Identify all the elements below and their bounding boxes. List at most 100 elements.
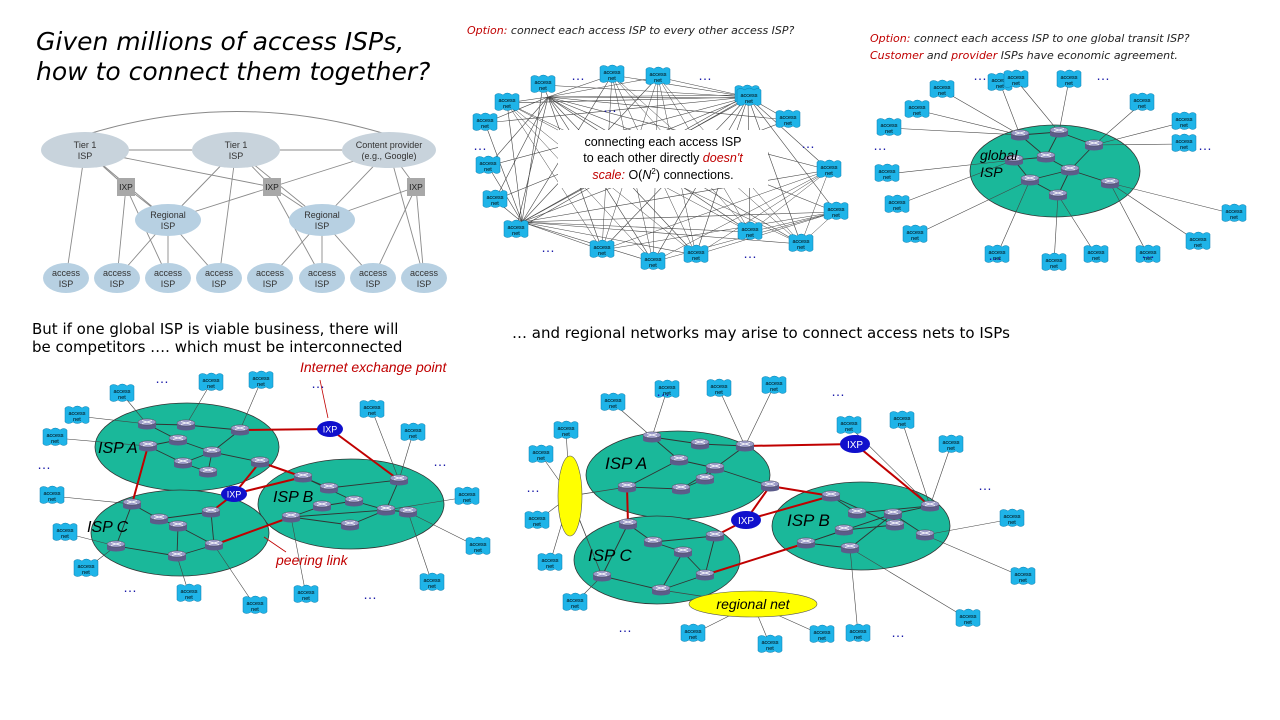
mesh-note-line2: to each other directly doesn't bbox=[583, 151, 743, 165]
cloud-shape bbox=[599, 64, 625, 83]
note-part: scale: bbox=[592, 168, 625, 182]
net-label: net bbox=[745, 99, 753, 105]
router-arrows bbox=[202, 468, 214, 472]
net-label: net bbox=[883, 175, 891, 181]
net-label: net bbox=[913, 111, 921, 117]
access-link bbox=[398, 432, 414, 481]
access-isp-5 bbox=[247, 263, 293, 293]
net-label: net bbox=[474, 548, 482, 554]
router-bottom bbox=[203, 452, 221, 458]
cloud-shape bbox=[1056, 69, 1082, 88]
router-arrows bbox=[285, 513, 297, 517]
cloud-shape bbox=[823, 201, 849, 220]
router-bottom bbox=[377, 510, 395, 516]
cloud-shape bbox=[176, 583, 202, 602]
access-label: access bbox=[893, 416, 910, 422]
net-label: net bbox=[1180, 123, 1188, 129]
cloud-shape bbox=[645, 66, 671, 85]
ellipsis: … bbox=[526, 479, 540, 495]
net-label: net bbox=[539, 86, 547, 92]
access-label: access bbox=[908, 105, 925, 111]
mesh-link bbox=[484, 96, 749, 124]
router-arrows bbox=[1064, 166, 1076, 170]
router-bottom bbox=[1005, 160, 1023, 166]
option-label: Option: bbox=[870, 32, 911, 45]
net-label: net bbox=[73, 417, 81, 423]
cloud-shape bbox=[999, 508, 1025, 527]
access-label: access bbox=[423, 578, 440, 584]
router-arrows bbox=[234, 426, 246, 430]
cloud-shape bbox=[1010, 566, 1036, 585]
hierarchy-link bbox=[372, 186, 417, 279]
net-label: net bbox=[1065, 81, 1073, 87]
note-part: 2 bbox=[651, 167, 656, 176]
cloud-shape bbox=[984, 244, 1010, 263]
regional-isp-a bbox=[135, 204, 201, 236]
access-label: access bbox=[1014, 572, 1031, 578]
router-bottom bbox=[202, 512, 220, 518]
router-icon bbox=[389, 474, 409, 486]
access-label: access bbox=[1225, 209, 1242, 215]
router-arrows bbox=[208, 541, 220, 545]
router-icon bbox=[1084, 139, 1104, 151]
router-arrows bbox=[1053, 128, 1065, 132]
regional-isp-b-sublabel: ISP bbox=[315, 221, 330, 231]
ixp-box-1 bbox=[117, 178, 135, 196]
router-arrows bbox=[844, 544, 856, 548]
access-label: access bbox=[849, 629, 866, 635]
cloud-shape bbox=[902, 224, 928, 243]
tier1-isp-b-sublabel: ISP bbox=[229, 151, 244, 161]
cloud-shape bbox=[809, 624, 835, 643]
access-isp-3-sublabel: ISP bbox=[161, 279, 176, 289]
access-isp-1-label: access bbox=[52, 268, 81, 278]
cloud-shape bbox=[530, 74, 556, 93]
peering-link bbox=[213, 516, 292, 546]
access-label: access bbox=[888, 200, 905, 206]
access-isp-8 bbox=[401, 263, 447, 293]
router-icon bbox=[643, 536, 663, 548]
net-label: net bbox=[1019, 578, 1027, 584]
isp-c-link bbox=[601, 575, 662, 591]
net-label: net bbox=[51, 439, 59, 445]
access-label: access bbox=[779, 115, 796, 121]
router-icon bbox=[651, 584, 671, 596]
ellipsis: … bbox=[656, 383, 670, 399]
mesh-link bbox=[749, 211, 837, 233]
net-label: net bbox=[598, 251, 606, 257]
mesh-link bbox=[521, 221, 603, 251]
router-icon bbox=[319, 482, 339, 494]
router-bottom bbox=[1011, 135, 1029, 141]
router-icon bbox=[230, 424, 250, 436]
router-arrows bbox=[838, 526, 850, 530]
access-label: access bbox=[77, 564, 94, 570]
hierarchy-link bbox=[388, 149, 425, 279]
peering-link-label: peering link bbox=[275, 552, 349, 568]
mesh-note-line3: scale: O(N2) connections. bbox=[592, 167, 733, 182]
router-bottom bbox=[1037, 157, 1055, 163]
slide-title: Given millions of access ISPs, how to co… bbox=[36, 27, 431, 86]
cloud-shape bbox=[706, 378, 732, 397]
access-link bbox=[929, 444, 952, 507]
net-label: net bbox=[964, 620, 972, 626]
router-arrows bbox=[205, 508, 217, 512]
router-bottom bbox=[696, 479, 714, 485]
mesh-link bbox=[547, 94, 748, 98]
ellipsis: … bbox=[571, 67, 585, 83]
net-label: net bbox=[885, 129, 893, 135]
router-arrows bbox=[153, 515, 165, 519]
router-icon bbox=[202, 446, 222, 458]
customer-label: Customer bbox=[870, 49, 924, 62]
net-label: net bbox=[715, 390, 723, 396]
